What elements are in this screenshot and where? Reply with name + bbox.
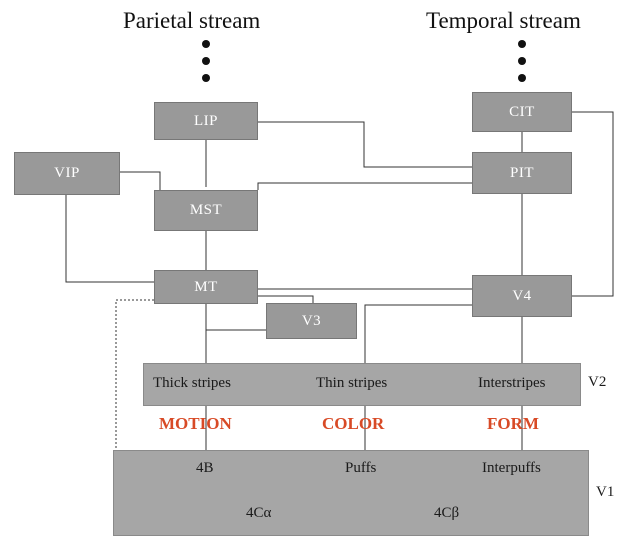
temporal-stream-title: Temporal stream <box>426 8 581 33</box>
parietal-stream-title: Parietal stream <box>123 8 261 33</box>
edge-mst-pit <box>257 182 472 190</box>
v1-layer-4b: 4B <box>196 460 214 476</box>
area-lip: LIP <box>154 102 258 140</box>
edge-v4-thin <box>364 304 472 364</box>
dot <box>202 57 210 65</box>
feature-form: FORM <box>487 414 539 433</box>
dot <box>202 74 210 82</box>
area-pit: PIT <box>472 152 572 194</box>
v1-layer-4c-alpha: 4Cα <box>246 505 272 521</box>
v1-band <box>113 450 589 536</box>
area-vip: VIP <box>14 152 120 195</box>
edge-lip-pit <box>258 121 472 168</box>
feature-color: COLOR <box>322 414 385 433</box>
dot <box>518 57 526 65</box>
v2-thin-stripes: Thin stripes <box>316 375 388 391</box>
v1-puffs: Puffs <box>345 460 377 476</box>
area-cit: CIT <box>472 92 572 132</box>
v1-interpuffs: Interpuffs <box>482 460 541 476</box>
edge-cit-v4 <box>572 111 614 297</box>
v1-label: V1 <box>596 484 615 500</box>
feature-motion: MOTION <box>159 414 232 433</box>
edge-vip-mt <box>65 195 154 283</box>
area-mst: MST <box>154 190 258 231</box>
parietal-continuation-dots <box>202 40 210 91</box>
edge-vip-mst <box>120 171 161 190</box>
area-v4: V4 <box>472 275 572 317</box>
area-mt: MT <box>154 270 258 304</box>
v2-interstripes: Interstripes <box>478 375 546 391</box>
v2-band <box>143 363 581 406</box>
dot <box>518 74 526 82</box>
v2-label: V2 <box>588 374 607 390</box>
area-v3: V3 <box>266 303 357 339</box>
temporal-continuation-dots <box>518 40 526 91</box>
v2-thick-stripes: Thick stripes <box>153 375 231 391</box>
dot <box>202 40 210 48</box>
edge-mt-v3 <box>258 295 314 303</box>
v1-layer-4c-beta: 4Cβ <box>434 505 460 521</box>
dot <box>518 40 526 48</box>
